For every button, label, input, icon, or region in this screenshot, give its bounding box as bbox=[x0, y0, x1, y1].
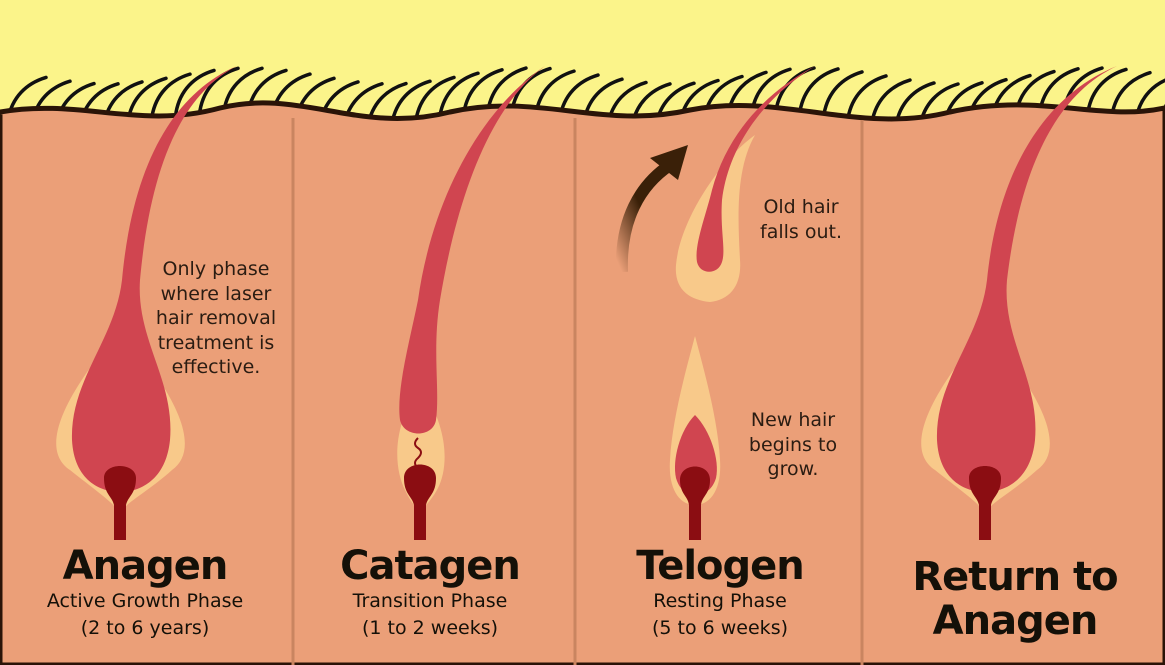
phase-subtitle: Active Growth Phase bbox=[46, 590, 244, 612]
phase-title: Anagen bbox=[62, 543, 229, 589]
surface-hair bbox=[846, 74, 888, 120]
surface-hair bbox=[198, 66, 240, 113]
anagen-label: Anagen Active Growth Phase (2 to 6 years… bbox=[47, 544, 243, 642]
telogen-label: Telogen Resting Phase (5 to 6 weeks) bbox=[636, 543, 805, 642]
note-line: Only phase bbox=[162, 258, 270, 280]
note-line: falls out. bbox=[760, 220, 842, 243]
phase-subtitle: Transition Phase bbox=[352, 590, 508, 612]
note-line: where laser bbox=[160, 282, 272, 305]
catagen-label: Catagen Transition Phase (1 to 2 weeks) bbox=[340, 543, 521, 642]
dividers bbox=[291, 118, 864, 665]
papilla bbox=[404, 464, 436, 540]
surface-hair bbox=[414, 75, 456, 122]
note-line: Old hair bbox=[763, 196, 839, 218]
note-line: effective. bbox=[171, 356, 261, 378]
surface-hair bbox=[174, 68, 216, 115]
phase-title: Telogen bbox=[636, 543, 805, 589]
return-anagen-follicle bbox=[921, 66, 1117, 540]
phase-title: Catagen bbox=[340, 543, 521, 589]
note-line: hair removal bbox=[155, 307, 277, 329]
old-hair-note: Old hair falls out. bbox=[760, 195, 842, 244]
surface-hair bbox=[798, 67, 840, 113]
phase-subtitle: Resting Phase bbox=[653, 590, 787, 612]
papilla bbox=[680, 466, 710, 540]
arrow-icon bbox=[615, 160, 674, 273]
surface-hair bbox=[822, 70, 864, 116]
catagen-follicle bbox=[397, 66, 545, 540]
note-line: treatment is bbox=[157, 331, 275, 354]
note-line: New hair bbox=[750, 409, 836, 431]
surface-hair bbox=[150, 72, 192, 118]
phase-duration: (5 to 6 weeks) bbox=[651, 617, 788, 639]
anagen-note: Only phase where laser hair removal trea… bbox=[156, 257, 276, 380]
skin-layer bbox=[0, 100, 1165, 665]
arrow-head-icon bbox=[650, 145, 688, 180]
return-anagen-label: Return to Anagen bbox=[912, 554, 1118, 644]
surface-hair bbox=[462, 68, 504, 114]
papilla bbox=[969, 466, 1001, 540]
phase-duration: (1 to 2 weeks) bbox=[361, 617, 499, 639]
note-line: grow. bbox=[767, 458, 819, 480]
note-line: begins to bbox=[748, 433, 838, 456]
anagen-follicle bbox=[56, 66, 237, 540]
surface-hair bbox=[1086, 67, 1128, 114]
new-hair-note: New hair begins to grow. bbox=[749, 408, 837, 482]
surface-hair bbox=[438, 71, 480, 117]
papilla bbox=[104, 466, 136, 540]
phase-duration: (2 to 6 years) bbox=[80, 617, 210, 639]
telogen-follicle bbox=[615, 66, 815, 540]
phase-title: Return to bbox=[912, 554, 1118, 600]
phase-title: Anagen bbox=[932, 598, 1099, 644]
